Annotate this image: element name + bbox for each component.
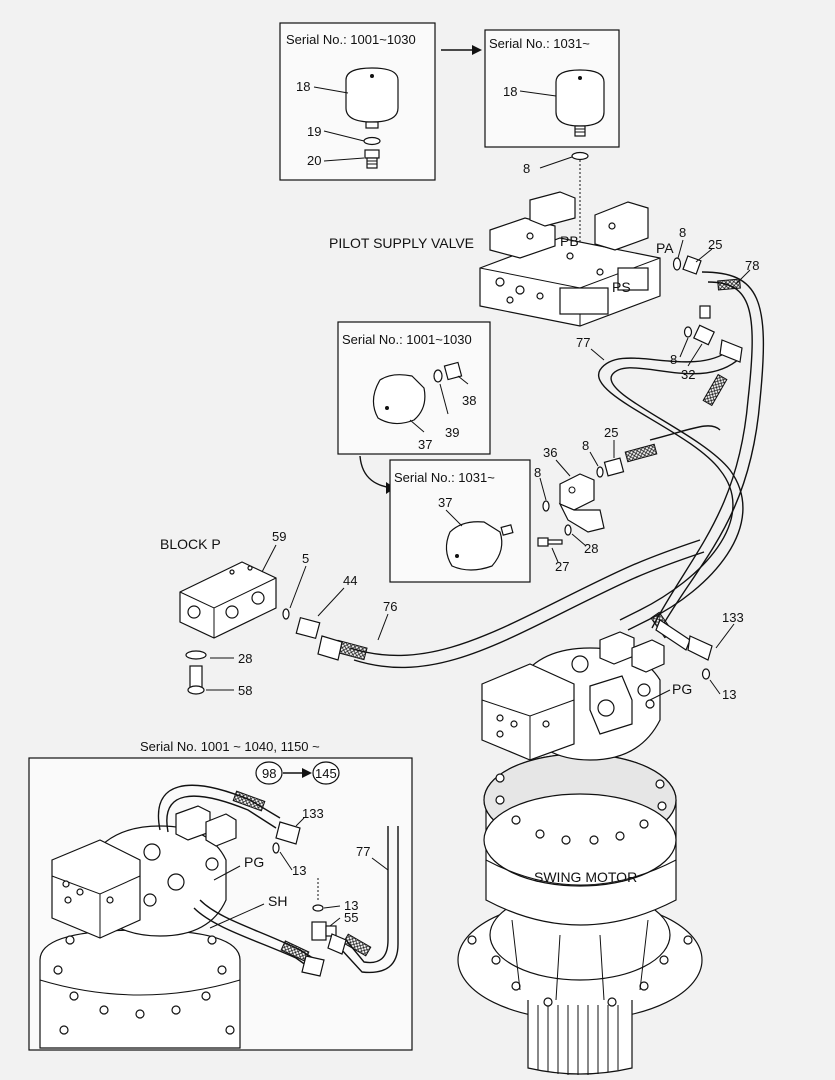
hose-77 [597, 339, 744, 631]
o-ring-8-icon [571, 151, 589, 161]
serial-label: Serial No.: 1031~ [394, 470, 495, 485]
callout-25: 25 [604, 425, 618, 440]
serial-box-top-right: Serial No.: 1031~ 18 [484, 29, 620, 148]
o-ring-8-icon [542, 500, 550, 512]
accumulator-37-icon [372, 374, 426, 425]
callout-38: 38 [462, 393, 476, 408]
washer-28-icon [564, 524, 572, 536]
swing-motor-label: SWING MOTOR [534, 869, 637, 885]
callout-18: 18 [503, 84, 517, 99]
callout-44: 44 [343, 573, 357, 588]
tee-32-icon [692, 305, 716, 346]
callout-32: 32 [681, 367, 695, 382]
callout-25: 25 [708, 237, 722, 252]
callout-98: 98 [262, 766, 276, 781]
o-ring-13-icon [701, 668, 711, 680]
washer-28-icon [185, 650, 207, 660]
callout-28: 28 [238, 651, 252, 666]
callout-27: 27 [555, 559, 569, 574]
o-ring-19-icon [363, 136, 381, 146]
callout-77: 77 [356, 844, 370, 859]
serial-box-top-left: Serial No.: 1001~1030 18 19 20 [279, 22, 436, 181]
callout-133: 133 [722, 610, 744, 625]
pilot-supply-valve [479, 191, 661, 327]
accumulator-18-icon [345, 67, 399, 129]
ref-98-icon [255, 761, 283, 785]
callout-8: 8 [534, 465, 541, 480]
serial-label: Serial No.: 1001~1030 [286, 32, 416, 47]
o-ring-13-icon [272, 842, 280, 854]
callout-13: 13 [344, 898, 358, 913]
port-sh-label: SH [268, 893, 287, 909]
callout-20: 20 [307, 153, 321, 168]
o-ring-8-icon [596, 466, 604, 478]
bolt-58-icon [187, 665, 205, 695]
callout-58: 58 [238, 683, 252, 698]
bolt-27-icon [537, 537, 563, 547]
callout-55: 55 [344, 910, 358, 925]
callout-78: 78 [745, 258, 759, 273]
serial-label: Serial No.: 1031~ [489, 36, 590, 51]
adapter-44-icon [295, 616, 321, 640]
pilot-supply-valve-label: PILOT SUPPLY VALVE [329, 235, 474, 251]
hose-78 [650, 271, 765, 661]
block-p [179, 561, 277, 639]
callout-8: 8 [679, 225, 686, 240]
serial-label-bottom: Serial No. 1001 ~ 1040, 1150 ~ [140, 739, 320, 754]
callout-39: 39 [445, 425, 459, 440]
hose-upper-block [624, 425, 721, 463]
callout-28: 28 [584, 541, 598, 556]
port-pg-label: PG [672, 681, 692, 697]
block-p-label: BLOCK P [160, 536, 221, 552]
callout-133: 133 [302, 806, 324, 821]
o-ring-39-icon [433, 369, 443, 383]
supersede-arrow-icon [441, 45, 482, 55]
port-pg-inset-label: PG [244, 854, 264, 870]
serial-box-mid-lower: Serial No.: 1031~ 37 [389, 459, 531, 583]
callout-37: 37 [438, 495, 452, 510]
accumulator-37-icon [445, 521, 514, 571]
serial-label: Serial No.: 1001~1030 [342, 332, 472, 347]
serial-box-bottom-left: 98 145 [28, 757, 413, 1051]
port-ps-label: PS [612, 279, 631, 295]
callout-5: 5 [302, 551, 309, 566]
o-ring-5-icon [282, 608, 290, 620]
callout-8: 8 [582, 438, 589, 453]
o-ring-8-icon [672, 257, 682, 271]
adapter-20-icon [364, 149, 380, 169]
o-ring-8-icon [683, 326, 693, 338]
serial-box-mid-upper: Serial No.: 1001~1030 38 39 37 [337, 321, 491, 455]
callout-13: 13 [292, 863, 306, 878]
callout-59: 59 [272, 529, 286, 544]
callout-8: 8 [523, 161, 530, 176]
adapter-38-icon [443, 361, 463, 381]
hose-76 [317, 539, 705, 669]
port-pa-label: PA [656, 240, 674, 256]
callout-36: 36 [543, 445, 557, 460]
swing-motor [457, 631, 703, 1075]
callout-18: 18 [296, 79, 310, 94]
callout-76: 76 [383, 599, 397, 614]
block-36-icon [558, 473, 605, 533]
adapter-25-icon [682, 255, 702, 275]
o-ring-13-icon [312, 904, 324, 912]
ref-145-icon [312, 761, 340, 785]
accumulator-18-icon [555, 69, 605, 137]
callout-77: 77 [576, 335, 590, 350]
callout-145: 145 [315, 766, 337, 781]
callout-37: 37 [418, 437, 432, 452]
callout-8: 8 [670, 352, 677, 367]
callout-19: 19 [307, 124, 321, 139]
port-pb-label: PB [560, 233, 579, 249]
tee-55-icon [311, 921, 337, 941]
callout-13: 13 [722, 687, 736, 702]
adapter-25-icon [603, 457, 625, 477]
